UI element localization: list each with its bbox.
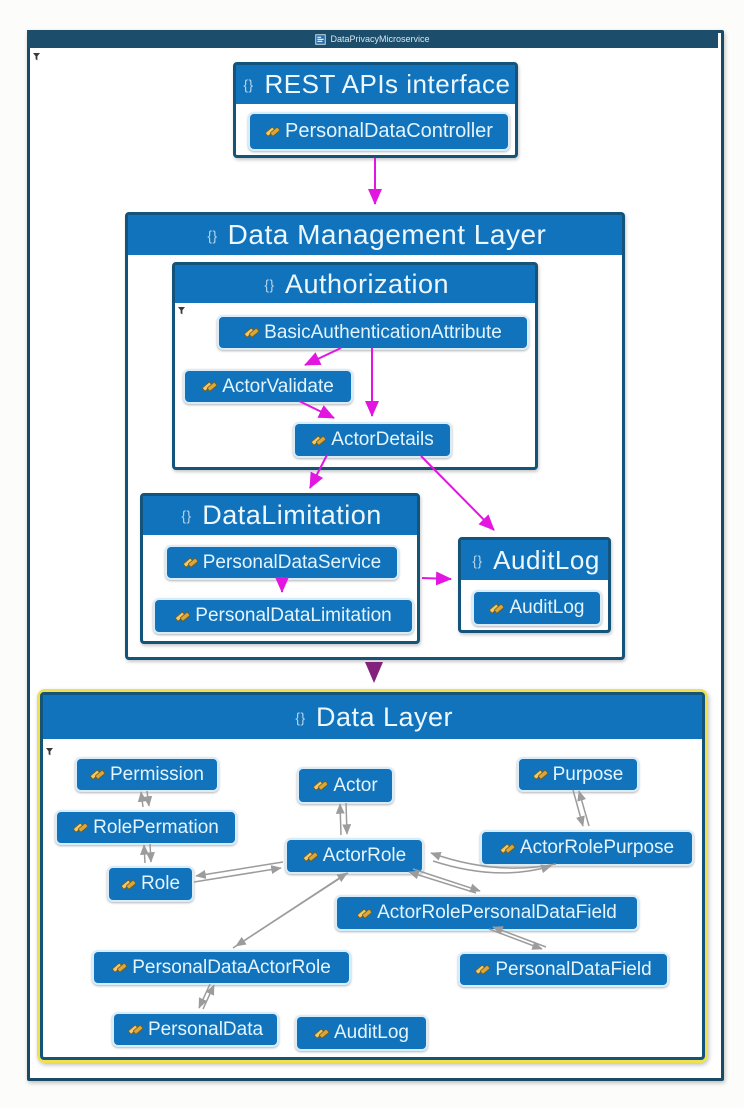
- node-label: Role: [140, 873, 181, 894]
- group-title: Data Management Layer: [227, 219, 547, 250]
- class-icon: [489, 601, 504, 616]
- group-header[interactable]: Authorization: [175, 265, 535, 303]
- node-label: PersonalDataActorRole: [132, 956, 331, 978]
- node-label: RolePermation: [93, 816, 219, 838]
- node-label: Actor: [333, 774, 378, 796]
- class-icon: [128, 1022, 143, 1037]
- node-label: BasicAuthenticationAttribute: [264, 321, 502, 343]
- filter-icon[interactable]: [177, 306, 187, 316]
- group-title: REST APIs interface: [264, 69, 511, 99]
- class-icon: [533, 767, 548, 782]
- node-label: ActorValidate: [222, 375, 334, 397]
- class-icon: [244, 325, 259, 340]
- node-purpose[interactable]: Purpose: [517, 757, 639, 792]
- node-label: PersonalDataField: [495, 958, 652, 980]
- group-header[interactable]: AuditLog: [461, 540, 608, 580]
- class-icon: [183, 555, 198, 570]
- namespace-icon: [204, 227, 221, 244]
- node-actorrolepersonaldatafield[interactable]: ActorRolePersonalDataField: [335, 895, 639, 931]
- node-auditlog-service[interactable]: AuditLog: [472, 590, 602, 626]
- class-icon: [314, 1026, 329, 1041]
- class-icon: [265, 124, 280, 139]
- node-permission[interactable]: Permission: [75, 757, 219, 792]
- class-icon: [303, 849, 318, 864]
- group-header[interactable]: Data Layer: [43, 695, 702, 739]
- window-title: DataPrivacyMicroservice: [330, 34, 430, 44]
- class-icon: [121, 877, 136, 892]
- node-personaldatafield[interactable]: PersonalDataField: [458, 952, 669, 987]
- filter-icon[interactable]: [45, 747, 55, 757]
- class-icon: [90, 767, 105, 782]
- namespace-icon: [469, 552, 486, 569]
- node-label: PersonalData: [147, 1018, 264, 1040]
- node-personaldataservice[interactable]: PersonalDataService: [165, 545, 399, 580]
- node-label: PersonalDataController: [285, 120, 493, 142]
- class-icon: [313, 778, 328, 793]
- node-actordetails[interactable]: ActorDetails: [293, 422, 452, 458]
- class-icon: [311, 433, 326, 448]
- node-basicauthenticationattribute[interactable]: BasicAuthenticationAttribute: [217, 315, 529, 350]
- group-title: Data Layer: [315, 701, 454, 732]
- node-label: ActorDetails: [331, 429, 434, 450]
- window-titlebar[interactable]: DataPrivacyMicroservice: [27, 30, 718, 48]
- node-label: AuditLog: [509, 597, 585, 618]
- node-role[interactable]: Role: [107, 866, 194, 902]
- node-personaldatalimitation[interactable]: PersonalDataLimitation: [153, 598, 414, 634]
- node-actorvalidate[interactable]: ActorValidate: [183, 369, 353, 404]
- node-personaldatacontroller[interactable]: PersonalDataController: [248, 112, 510, 151]
- node-rolepermation[interactable]: RolePermation: [55, 810, 237, 845]
- node-label: PersonalDataLimitation: [195, 605, 392, 626]
- class-icon: [73, 820, 88, 835]
- group-header[interactable]: Data Management Layer: [128, 215, 622, 255]
- namespace-icon: [292, 709, 309, 726]
- node-personaldataactorrole[interactable]: PersonalDataActorRole: [92, 950, 351, 985]
- node-label: AuditLog: [333, 1022, 409, 1043]
- node-label: ActorRole: [322, 845, 407, 866]
- namespace-icon: [178, 507, 195, 524]
- window-icon: [315, 34, 326, 45]
- node-label: Permission: [110, 763, 204, 785]
- group-title: Authorization: [284, 268, 450, 299]
- node-actorrole[interactable]: ActorRole: [285, 838, 424, 874]
- node-label: ActorRolePersonalDataField: [377, 902, 617, 923]
- node-label: PersonalDataService: [202, 551, 382, 573]
- class-icon: [357, 906, 372, 921]
- class-icon: [112, 960, 127, 975]
- group-title: AuditLog: [493, 544, 600, 575]
- node-auditlog-entity[interactable]: AuditLog: [295, 1015, 428, 1051]
- class-icon: [202, 379, 217, 394]
- node-actorrolepurpose[interactable]: ActorRolePurpose: [480, 830, 694, 866]
- filter-icon[interactable]: [32, 52, 42, 62]
- node-personaldata[interactable]: PersonalData: [112, 1012, 279, 1047]
- class-icon: [500, 841, 515, 856]
- namespace-icon: [240, 76, 257, 93]
- group-header[interactable]: REST APIs interface: [236, 65, 515, 104]
- class-icon: [175, 609, 190, 624]
- node-label: ActorRolePurpose: [519, 837, 675, 858]
- node-label: Purpose: [552, 763, 624, 785]
- namespace-icon: [261, 276, 278, 293]
- group-header[interactable]: DataLimitation: [143, 496, 417, 535]
- class-icon: [475, 962, 490, 977]
- group-title: DataLimitation: [202, 500, 382, 530]
- node-actor[interactable]: Actor: [297, 767, 394, 804]
